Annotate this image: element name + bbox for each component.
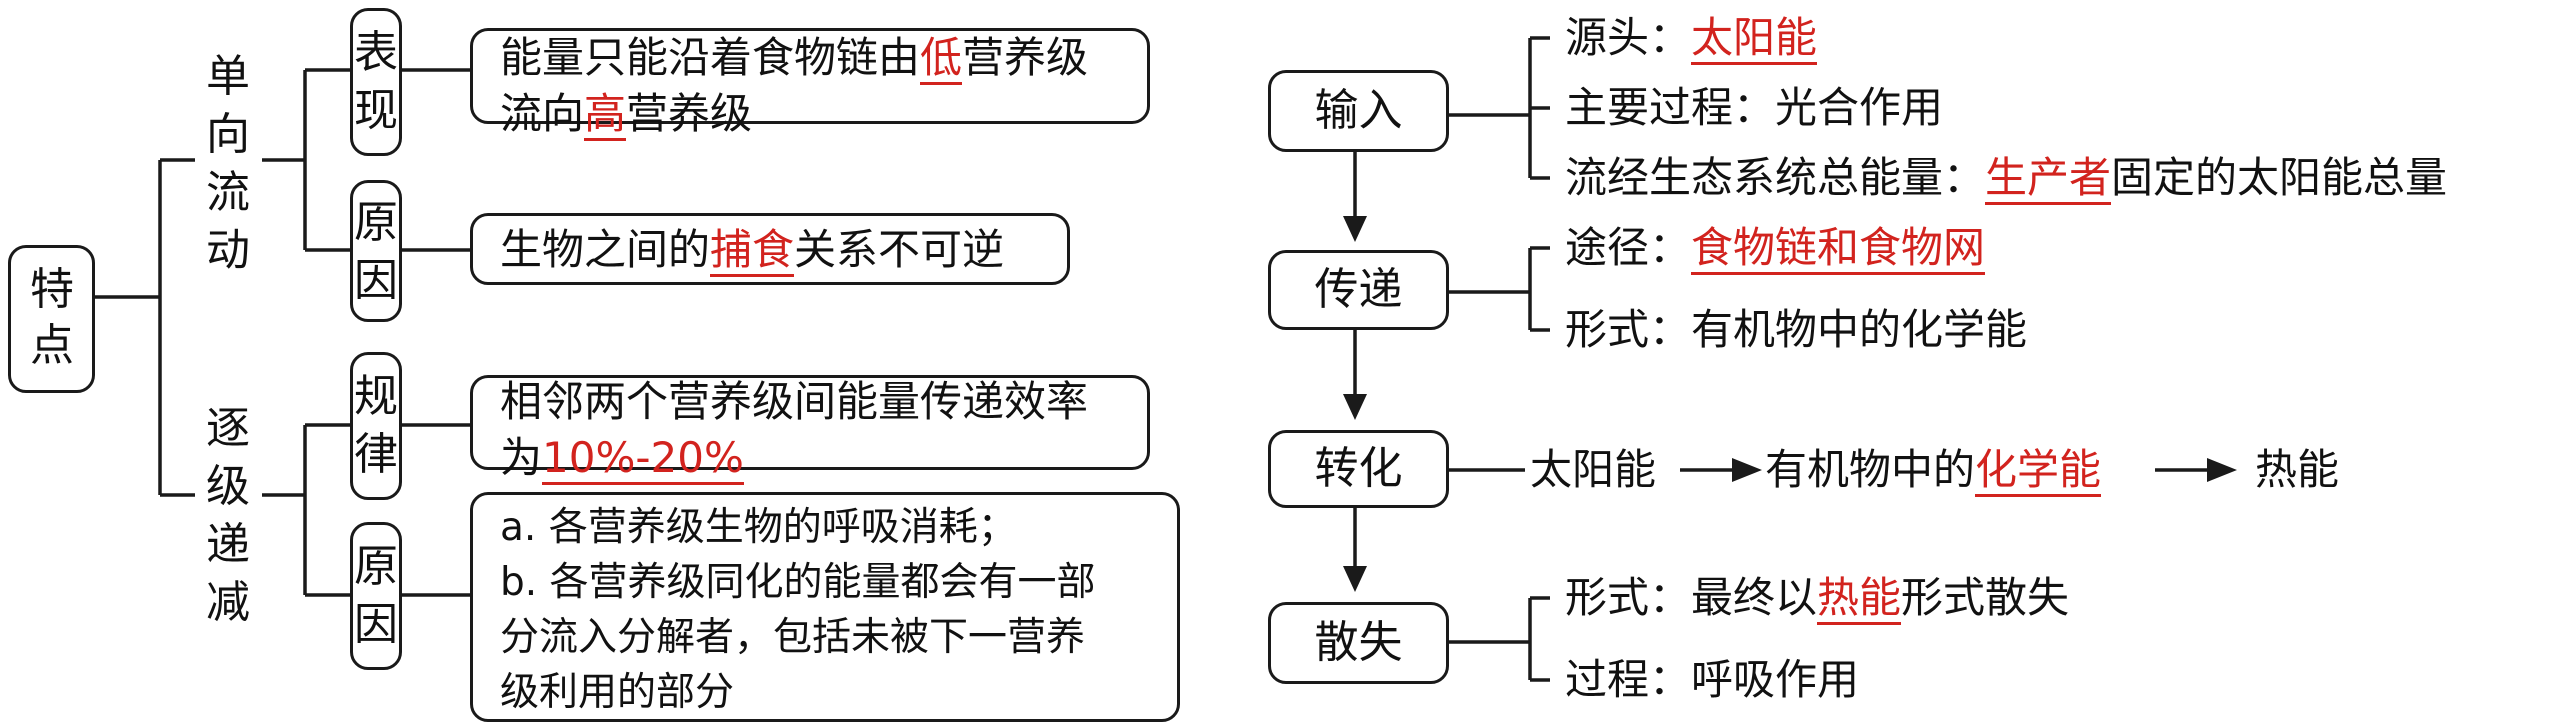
content-performance: 能量只能沿着食物链由低营养级 流向高营养级: [500, 30, 1088, 142]
stage-box-transfer: [1268, 250, 1449, 330]
root-label: 特点: [30, 264, 74, 371]
content-box-performance: [470, 28, 1150, 124]
content-reason-2: a. 各营养级生物的呼吸消耗； b. 各营养级同化的能量都会有一部 分流入分解者…: [500, 505, 1096, 715]
root-box: [8, 245, 95, 393]
input-source: 源头：太阳能: [1565, 10, 1818, 66]
content-box-reason-1: [470, 213, 1070, 285]
transfer-form: 形式：有机物中的化学能: [1565, 305, 2028, 354]
input-total: 流经生态系统总能量：生产者固定的太阳能总量: [1565, 150, 2447, 206]
tag-box-reason-2: [350, 522, 402, 670]
loss-form: 形式：最终以热能形式散失: [1565, 570, 2069, 626]
stage-loss: 散失: [1314, 617, 1403, 668]
branch-label-one-way: 单向流动: [206, 51, 250, 276]
tag-reason-1: 原因: [354, 197, 398, 306]
transform-step2: 有机物中的化学能: [1765, 442, 2102, 498]
content-box-rule: [470, 375, 1150, 470]
stage-transfer: 传递: [1314, 264, 1403, 315]
tag-box-reason-1: [350, 180, 402, 322]
stage-box-input: [1268, 70, 1449, 152]
content-rule: 相邻两个营养级间能量传递效率 为10%-20%: [500, 374, 1088, 486]
transform-step3: 热能: [2255, 445, 2340, 494]
tag-performance: 表现: [354, 27, 398, 136]
transform-step1: 太阳能: [1530, 445, 1657, 494]
stage-input: 输入: [1314, 85, 1403, 136]
tag-rule: 规律: [354, 371, 398, 480]
tag-box-rule: [350, 352, 402, 500]
tag-box-performance: [350, 8, 402, 156]
input-process: 主要过程：光合作用: [1565, 83, 1944, 132]
tag-reason-2: 原因: [354, 541, 398, 650]
content-reason-1: 生物之间的捕食关系不可逆: [500, 222, 1004, 278]
loss-process: 过程：呼吸作用: [1565, 655, 1860, 704]
content-box-reason-2: [470, 492, 1180, 722]
stage-box-transform: [1268, 430, 1449, 508]
transfer-path: 途径：食物链和食物网: [1565, 220, 1986, 276]
branch-label-decrease: 逐级递减: [206, 403, 250, 628]
stage-transform: 转化: [1314, 443, 1403, 494]
stage-box-loss: [1268, 602, 1449, 684]
